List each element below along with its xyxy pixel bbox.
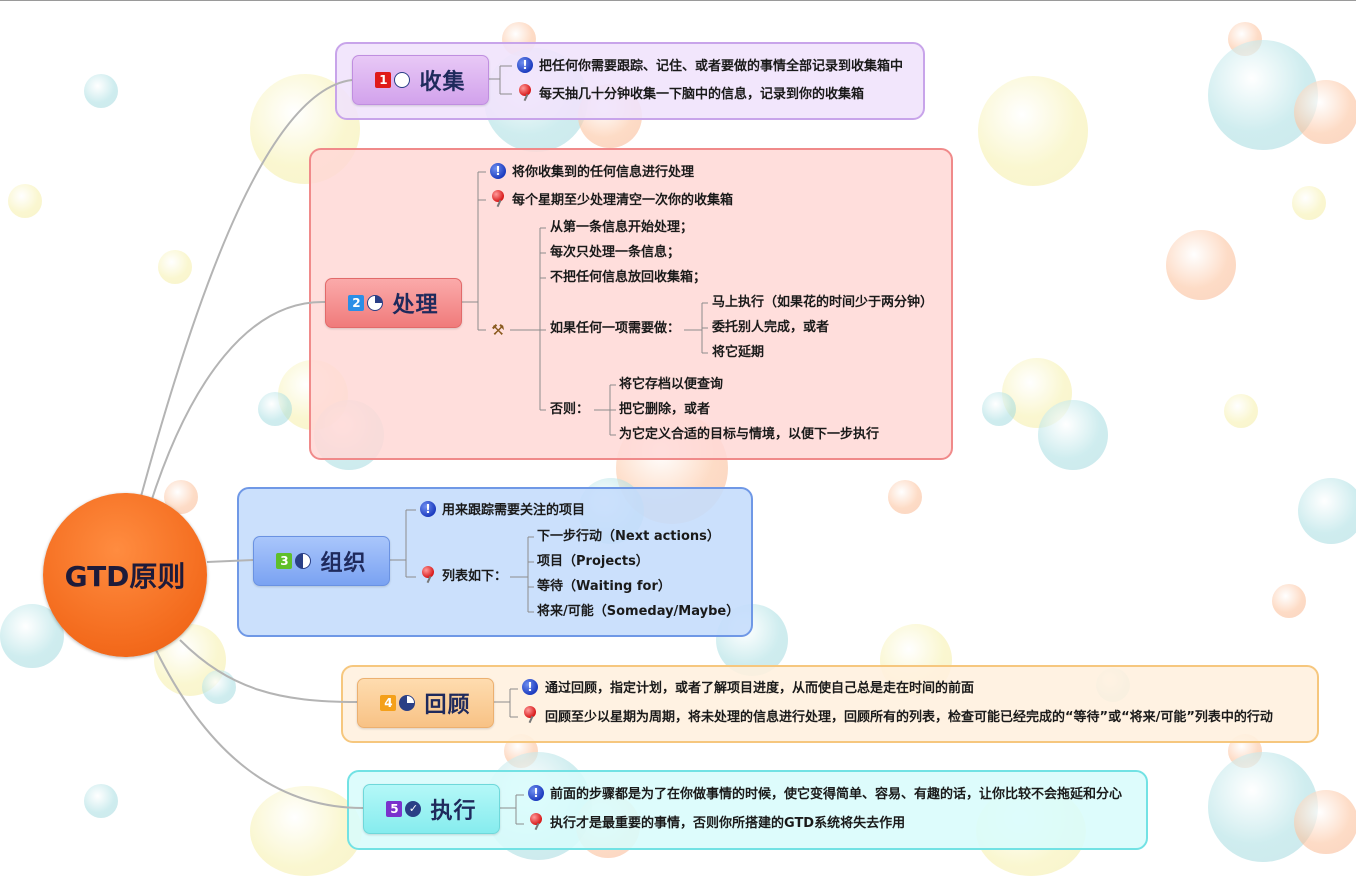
pin-icon [528,813,544,831]
organize-list-4[interactable]: 将来/可能（Someday/Maybe） [537,604,740,619]
progress-75-icon [399,695,416,711]
priority-4-icon: 4 [380,695,397,711]
topic-review[interactable]: 4 回顾 [357,678,494,728]
priority-2-icon: 2 [348,295,365,311]
collect-item-1[interactable]: 把任何你需要跟踪、记住、或者要做的事情全部记录到收集箱中 [539,59,904,74]
organize-item-2[interactable]: 列表如下： [442,569,508,584]
top-border-line [0,0,1356,1]
organize-item-1[interactable]: 用来跟踪需要关注的项目 [442,503,586,518]
priority-1-icon: 1 [375,72,392,88]
topic-organize-label: 组织 [320,551,367,576]
do-item-1[interactable]: 前面的步骤都是为了在你做事情的时候，使它变得简单、容易、有趣的话，让你比较不会拖… [550,787,1123,802]
process-if-option-3[interactable]: 将它延期 [712,345,765,360]
central-topic-label: GTD原则 [64,560,186,593]
topic-review-label: 回顾 [424,693,471,718]
do-item-2[interactable]: 执行才是最重要的事情，否则你所搭建的GTD系统将失去作用 [550,816,906,831]
progress-25-icon [367,295,384,311]
topic-process[interactable]: 2 处理 [325,278,462,328]
progress-0-icon [394,72,411,88]
topic-process-label: 处理 [392,293,439,318]
process-if-option-2[interactable]: 委托别人完成，或者 [712,320,830,335]
process-else-option-3[interactable]: 为它定义合适的目标与情境，以便下一步执行 [619,427,880,442]
branch-panel-review [341,665,1319,743]
process-step-1[interactable]: 从第一条信息开始处理； [550,220,694,235]
topic-organize[interactable]: 3 组织 [253,536,390,586]
topic-do-label: 执行 [430,799,477,824]
pin-icon [517,84,533,102]
gavel-icon: ⚒ [491,321,505,339]
pin-icon [420,566,436,584]
topic-collect-label: 收集 [419,70,466,95]
exclamation-icon: ! [420,501,436,517]
review-item-1[interactable]: 通过回顾，指定计划，或者了解项目进度，从而使自己总是走在时间的前面 [545,681,975,696]
review-item-2[interactable]: 回顾至少以星期为周期，将未处理的信息进行处理，回顾所有的列表，检查可能已经完成的… [545,710,1273,725]
process-else-option-1[interactable]: 将它存档以便查询 [619,377,724,392]
process-step-2[interactable]: 每次只处理一条信息； [550,245,681,260]
exclamation-icon: ! [490,163,506,179]
organize-list-2[interactable]: 项目（Projects） [537,554,649,569]
priority-3-icon: 3 [276,553,293,569]
exclamation-icon: ! [522,679,538,695]
organize-list-1[interactable]: 下一步行动（Next actions） [537,529,720,544]
collect-item-2[interactable]: 每天抽几十分钟收集一下脑中的信息，记录到你的收集箱 [539,87,865,102]
process-otherwise[interactable]: 否则： [550,402,590,417]
priority-5-icon: 5 [386,801,403,817]
process-if-option-1[interactable]: 马上执行（如果花的时间少于两分钟） [712,295,934,310]
central-topic[interactable]: GTD原则 [43,493,207,657]
process-item-1[interactable]: 将你收集到的任何信息进行处理 [512,165,695,180]
process-item-2[interactable]: 每个星期至少处理清空一次你的收集箱 [512,193,734,208]
topic-collect[interactable]: 1 收集 [352,55,489,105]
pin-icon [522,706,538,724]
progress-50-icon [295,553,312,569]
checkmark-done-icon: ✓ [405,801,422,817]
exclamation-icon: ! [517,57,533,73]
process-if-needed[interactable]: 如果任何一项需要做： [550,321,681,336]
process-step-3[interactable]: 不把任何信息放回收集箱； [550,270,707,285]
organize-list-3[interactable]: 等待（Waiting for） [537,579,671,594]
pin-icon [490,190,506,208]
topic-do[interactable]: 5 ✓ 执行 [363,784,500,834]
process-else-option-2[interactable]: 把它删除，或者 [619,402,711,417]
exclamation-icon: ! [528,785,544,801]
